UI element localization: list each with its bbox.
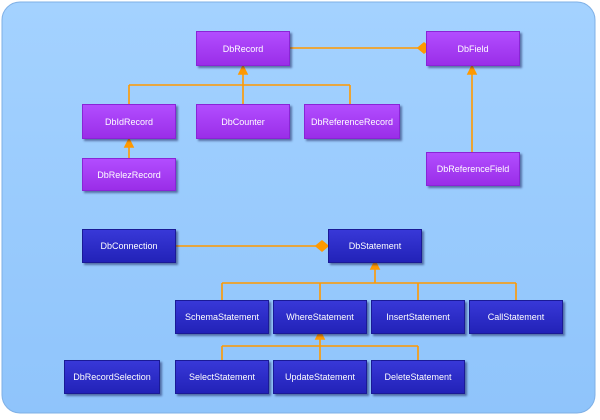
class-insertstatement[interactable]: InsertStatement xyxy=(371,300,465,334)
class-callstatement-label: CallStatement xyxy=(487,312,545,322)
class-dbfield[interactable]: DbField xyxy=(426,31,520,66)
arrow-wherestatement xyxy=(314,329,326,340)
arrow-dbstatement xyxy=(369,259,381,270)
class-dbrecordselection[interactable]: DbRecordSelection xyxy=(64,360,160,394)
class-deletestatement[interactable]: DeleteStatement xyxy=(371,360,465,394)
class-schemastatement-label: SchemaStatement xyxy=(184,312,260,322)
class-dbrecordselection-label: DbRecordSelection xyxy=(73,372,151,382)
class-updatestatement[interactable]: UpdateStatement xyxy=(273,360,367,394)
class-dbidrecord[interactable]: DbIdRecord xyxy=(82,104,176,139)
class-dbstatement[interactable]: DbStatement xyxy=(328,229,422,263)
class-dbconnection[interactable]: DbConnection xyxy=(82,229,176,263)
arrow-dbfield xyxy=(466,64,478,75)
class-dbreferencefield-label: DbReferenceField xyxy=(436,164,510,174)
class-dbrelezrecord[interactable]: DbRelezRecord xyxy=(82,158,176,191)
class-dbrelezrecord-label: DbRelezRecord xyxy=(97,169,161,180)
class-updatestatement-label: UpdateStatement xyxy=(284,372,356,382)
class-deletestatement-label: DeleteStatement xyxy=(384,372,452,382)
class-wherestatement-label: WhereStatement xyxy=(286,312,354,322)
class-dbcounter-label: DbCounter xyxy=(221,116,265,127)
class-callstatement[interactable]: CallStatement xyxy=(469,300,563,334)
arrow-dbidrecord xyxy=(123,137,135,148)
class-dbrecord-label: DbRecord xyxy=(222,43,264,54)
class-selectstatement-label: SelectStatement xyxy=(188,372,256,382)
class-dbreferencefield[interactable]: DbReferenceField xyxy=(426,152,520,186)
class-dbstatement-label: DbStatement xyxy=(348,241,402,251)
class-selectstatement[interactable]: SelectStatement xyxy=(175,360,269,394)
class-dbidrecord-label: DbIdRecord xyxy=(104,116,154,127)
class-dbconnection-label: DbConnection xyxy=(100,241,158,251)
class-dbfield-label: DbField xyxy=(457,43,489,54)
class-insertstatement-label: InsertStatement xyxy=(386,312,450,322)
class-schemastatement[interactable]: SchemaStatement xyxy=(175,300,269,334)
class-dbcounter[interactable]: DbCounter xyxy=(196,104,290,139)
arrow-dbrecord xyxy=(237,64,249,75)
class-dbrecord[interactable]: DbRecord xyxy=(196,31,290,66)
class-dbreferencerecord-label: DbReferenceRecord xyxy=(310,116,394,127)
class-wherestatement[interactable]: WhereStatement xyxy=(273,300,367,334)
class-dbreferencerecord[interactable]: DbReferenceRecord xyxy=(304,104,400,139)
